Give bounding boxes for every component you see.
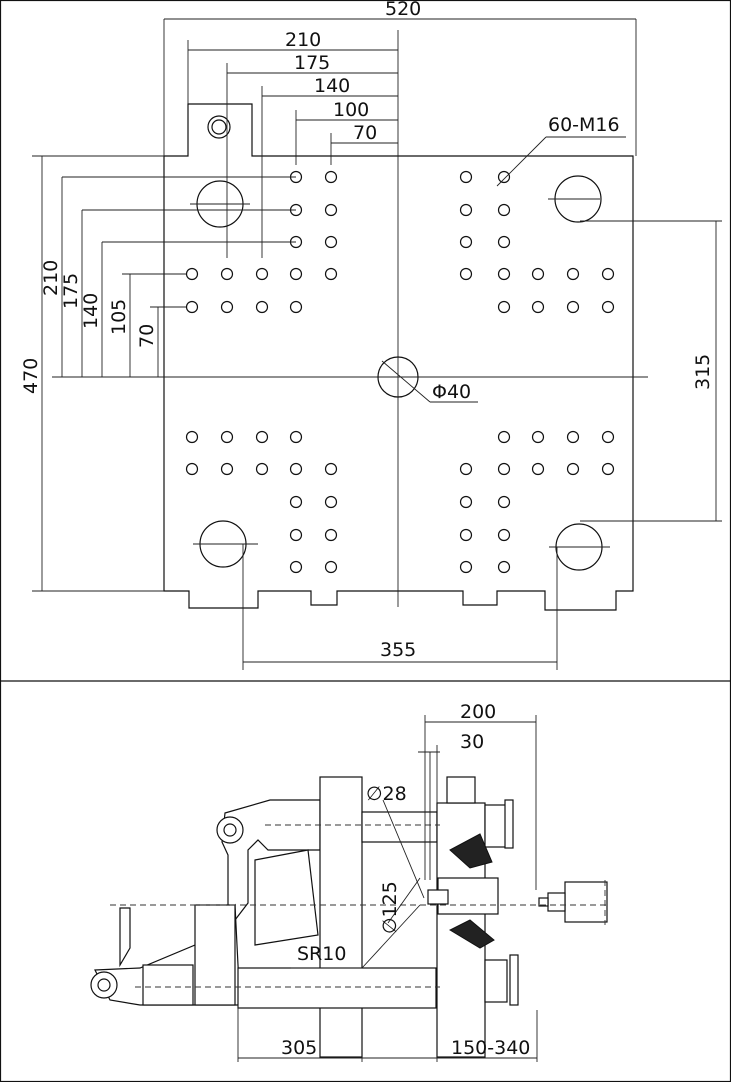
- platen-outline: [163, 103, 634, 611]
- dim-v-70: 70: [136, 324, 158, 348]
- dim-30: 30: [460, 731, 484, 753]
- tapped-hole: [497, 235, 511, 249]
- dim-v-140: 140: [80, 293, 102, 329]
- tapped-hole: [531, 267, 545, 281]
- tapped-hole: [601, 462, 615, 476]
- tapped-hole: [566, 300, 580, 314]
- tapped-hole: [324, 495, 338, 509]
- side-view: 200 30 ∅28 ∅125 SR10 305 150-340: [90, 701, 610, 1062]
- tapped-hole: [324, 560, 338, 574]
- dim-175: 175: [294, 52, 330, 74]
- tapped-hole: [531, 430, 545, 444]
- tapped-hole: [324, 170, 338, 184]
- dim-315: 315: [692, 354, 714, 390]
- tapped-hole: [459, 528, 473, 542]
- tapped-hole: [185, 430, 199, 444]
- tapped-hole: [185, 462, 199, 476]
- dim-150-340: 150-340: [451, 1037, 530, 1059]
- tapped-hole: [220, 300, 234, 314]
- tapped-hole: [497, 300, 511, 314]
- tapped-hole: [497, 462, 511, 476]
- tapped-hole: [185, 300, 199, 314]
- bottom-dimension: [242, 544, 558, 670]
- tapped-hole: [289, 560, 303, 574]
- tapped-hole: [289, 300, 303, 314]
- tapped-hole: [531, 300, 545, 314]
- tapped-hole: [220, 267, 234, 281]
- tapped-hole: [601, 300, 615, 314]
- tapped-hole: [601, 267, 615, 281]
- tapped-hole: [497, 528, 511, 542]
- center-hole: [377, 356, 419, 398]
- tapped-hole: [255, 462, 269, 476]
- tapped-hole: [566, 267, 580, 281]
- tapped-hole: [497, 170, 511, 184]
- platen-top-view: 520 210 175 140 100 70 470 210 175 140 1…: [20, 0, 722, 670]
- sr10-label: SR10: [297, 943, 346, 965]
- dim-v-105: 105: [108, 299, 130, 335]
- horizontal-dimensions: [163, 18, 637, 258]
- dim-v-175: 175: [60, 273, 82, 309]
- tapped-hole: [497, 495, 511, 509]
- tapped-hole: [566, 462, 580, 476]
- tapped-hole: [459, 203, 473, 217]
- dia-28-label: ∅28: [366, 783, 407, 805]
- moving-platen: [319, 776, 363, 1058]
- right-dimension: [580, 220, 722, 522]
- tapped-holes: [185, 170, 615, 574]
- tapped-hole: [497, 267, 511, 281]
- dim-200: 200: [460, 701, 496, 723]
- tapped-hole: [220, 430, 234, 444]
- vertical-dimensions-left: [32, 155, 296, 592]
- center-hole-label: Φ40: [432, 381, 471, 403]
- tapped-hole: [601, 430, 615, 444]
- injection-unit: [564, 881, 608, 923]
- tapped-hole: [459, 495, 473, 509]
- tapped-hole: [289, 495, 303, 509]
- tapped-hole: [220, 462, 234, 476]
- dim-v-210: 210: [40, 260, 62, 296]
- dia-125-label: ∅125: [379, 881, 401, 934]
- tapped-holes-label: 60-M16: [548, 114, 620, 136]
- dim-520: 520: [385, 0, 421, 20]
- tapped-hole: [255, 267, 269, 281]
- ejector-hole: [207, 115, 231, 139]
- tapped-hole: [497, 560, 511, 574]
- tapped-hole: [255, 300, 269, 314]
- tapped-hole: [324, 235, 338, 249]
- tapped-hole: [497, 430, 511, 444]
- tapped-hole: [324, 267, 338, 281]
- tapped-hole: [289, 430, 303, 444]
- tapped-hole: [324, 462, 338, 476]
- tapped-hole: [289, 528, 303, 542]
- tapped-hole: [497, 203, 511, 217]
- tapped-hole: [185, 267, 199, 281]
- dim-140: 140: [314, 75, 350, 97]
- tapped-hole: [459, 267, 473, 281]
- tapped-hole: [324, 203, 338, 217]
- tapped-hole: [459, 235, 473, 249]
- tapped-hole: [566, 430, 580, 444]
- dim-100: 100: [333, 99, 369, 121]
- tapped-hole: [531, 462, 545, 476]
- dim-355: 355: [380, 639, 416, 661]
- tapped-hole: [459, 170, 473, 184]
- tapped-hole: [289, 462, 303, 476]
- dim-70: 70: [353, 122, 377, 144]
- m16-leader: [496, 136, 547, 187]
- tapped-hole: [289, 267, 303, 281]
- dim-470: 470: [20, 358, 42, 394]
- tapped-hole: [255, 430, 269, 444]
- dim-210: 210: [285, 29, 321, 51]
- dim-305: 305: [281, 1037, 317, 1059]
- tapped-hole: [324, 528, 338, 542]
- tapped-hole: [459, 560, 473, 574]
- tapped-hole: [459, 462, 473, 476]
